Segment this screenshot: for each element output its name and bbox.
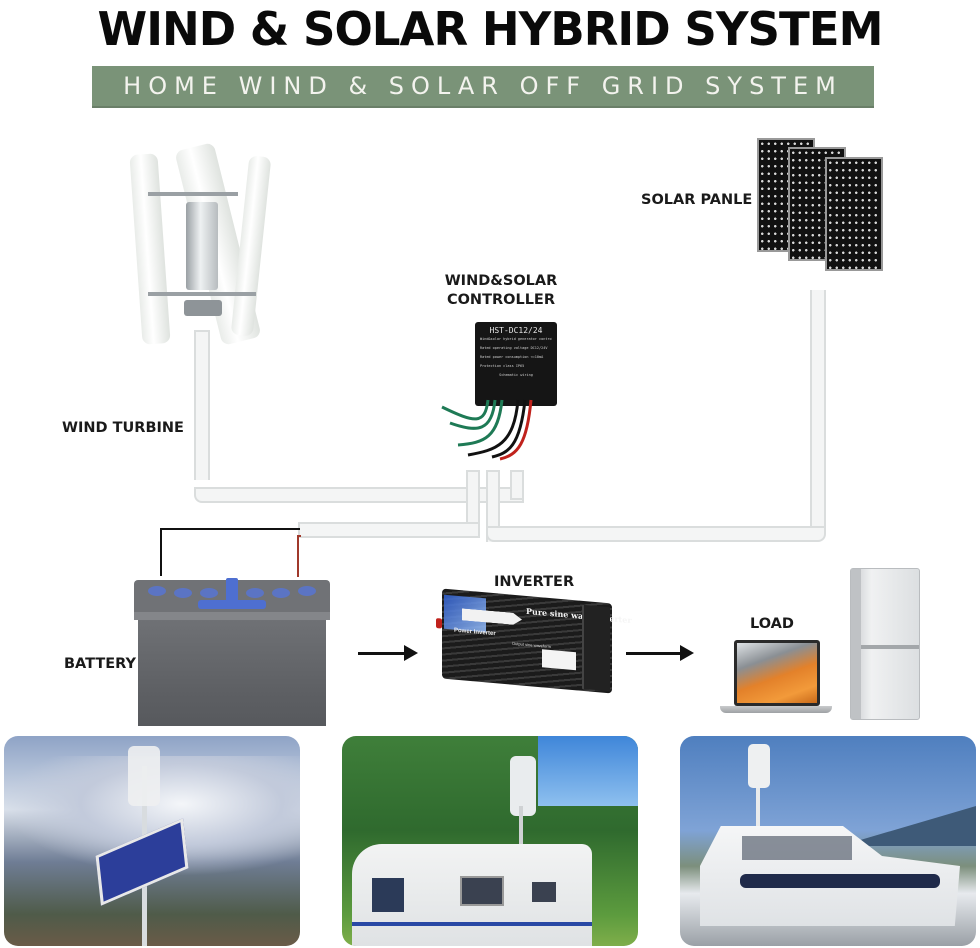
controller-line-2: Rated operating voltage DC12/24V xyxy=(480,346,548,350)
inverter-illustration: Pure sine wave inverter Power Inverter O… xyxy=(436,588,632,694)
wind-solar-controller: HST-DC12/24 Wind&solar hybrid generator … xyxy=(475,322,557,406)
controller-line-3: Rated power consumption <=10mA xyxy=(480,355,544,359)
laptop-illustration xyxy=(720,640,832,718)
arrow-right-icon xyxy=(680,645,694,661)
controller-wires xyxy=(441,399,533,461)
controller-pipe-mid xyxy=(486,470,500,542)
inverter-label: INVERTER xyxy=(494,574,575,590)
subtitle-banner: HOME WIND & SOLAR OFF GRID SYSTEM xyxy=(92,66,874,108)
subtitle-text: HOME WIND & SOLAR OFF GRID SYSTEM xyxy=(123,72,843,100)
solar-pipe-horizontal xyxy=(486,526,826,542)
load-label: LOAD xyxy=(750,616,794,632)
arrow-battery-to-inverter xyxy=(358,645,418,661)
solar-pipe-vertical xyxy=(810,290,826,540)
controller-model: HST-DC12/24 xyxy=(489,326,543,335)
controller-pipe-right xyxy=(510,470,524,500)
solar-panel-label: SOLAR PANLE xyxy=(641,192,753,208)
battery-negative-drop xyxy=(160,528,162,576)
photo-yacht-installation xyxy=(680,736,976,946)
battery-pipe-horizontal xyxy=(298,522,480,538)
page-title: WIND & SOLAR HYBRID SYSTEM xyxy=(97,2,883,56)
controller-label-line1: WIND&SOLAR xyxy=(444,273,558,289)
battery-label: BATTERY xyxy=(64,656,137,672)
inverter-output-text: Output sine waveform xyxy=(512,640,551,650)
battery-negative-wire xyxy=(160,528,300,530)
wind-turbine-label: WIND TURBINE xyxy=(62,420,184,436)
controller-label: WIND&SOLAR CONTROLLER xyxy=(436,272,566,310)
arrow-inverter-to-load xyxy=(626,645,694,661)
turbine-mast-pipe xyxy=(194,330,210,480)
controller-label-line2: CONTROLLER xyxy=(446,292,556,308)
inverter-outlet-panel xyxy=(582,604,610,692)
battery-positive-wire xyxy=(297,535,301,537)
solar-panel-3 xyxy=(825,157,883,271)
controller-line-4: Protection class IP65 xyxy=(480,364,525,368)
refrigerator-illustration xyxy=(850,568,920,720)
warning-sticker xyxy=(542,649,576,671)
photo-caravan-installation xyxy=(342,736,638,946)
arrow-right-icon xyxy=(404,645,418,661)
battery-positive-drop xyxy=(297,535,299,577)
wind-turbine-illustration xyxy=(128,140,278,346)
controller-line-1: Wind&solar hybrid generator controller xyxy=(480,337,552,341)
inverter-face-text: Pure sine wave inverter xyxy=(526,605,632,626)
controller-line-5: Schematic wiring xyxy=(499,373,533,377)
photo-mountain-installation xyxy=(4,736,300,946)
battery-illustration xyxy=(134,576,330,726)
inverter-side-text: Power Inverter xyxy=(454,627,496,638)
